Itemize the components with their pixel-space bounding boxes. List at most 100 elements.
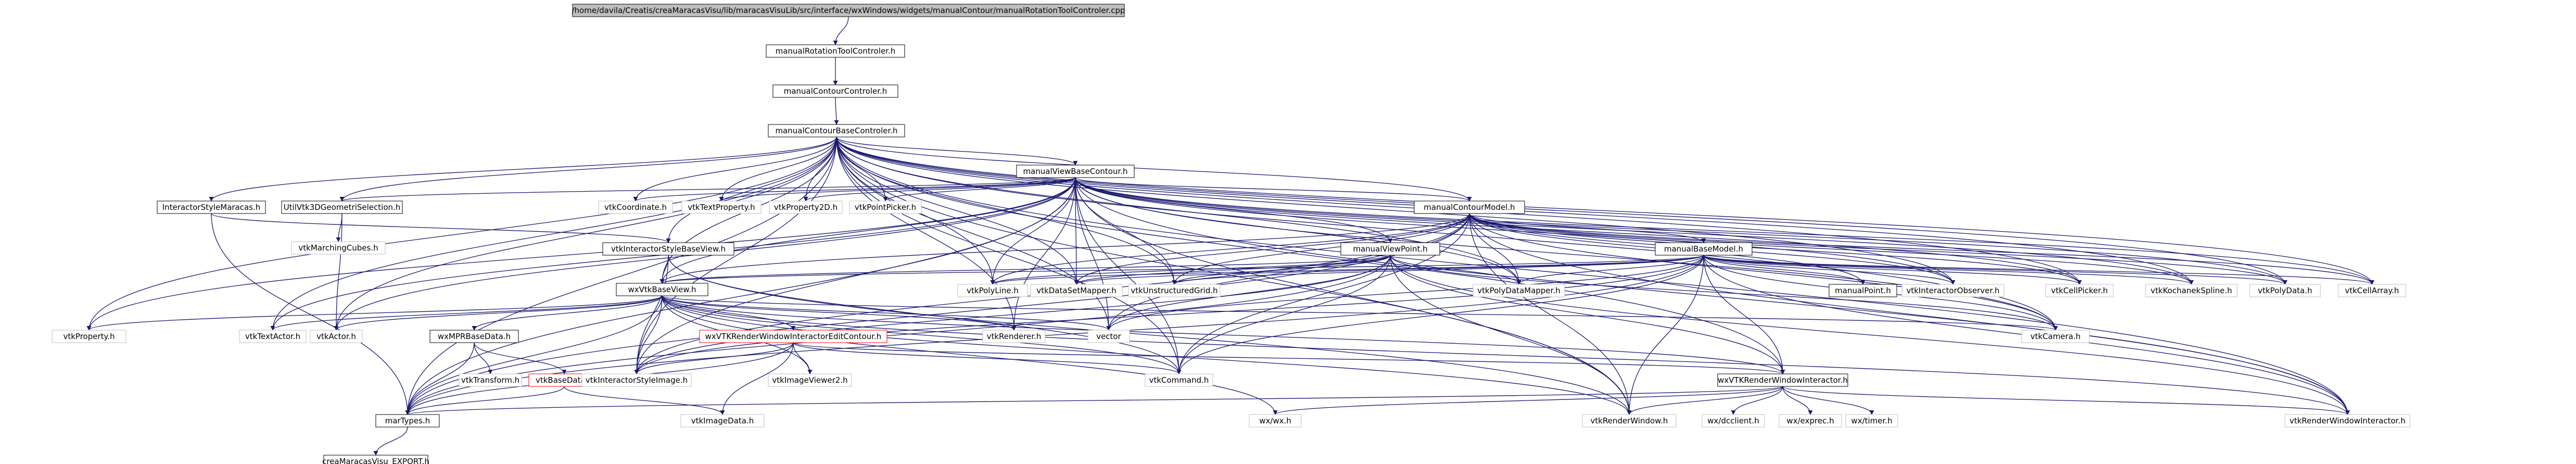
edge-mcbc-to-mcm bbox=[836, 136, 1472, 202]
node-box bbox=[2045, 284, 2114, 297]
edge-mcbc-to-vcoord bbox=[633, 136, 837, 202]
edge-mvp-to-vdsm bbox=[1074, 255, 1391, 285]
node-mvbc[interactable]: manualViewBaseContour.h bbox=[1016, 165, 1135, 178]
node-mvp[interactable]: manualViewPoint.h bbox=[1340, 242, 1440, 256]
node-label: wxVTKRenderWindowInteractor.h bbox=[1718, 375, 1848, 385]
edge-mvbc-to-vector bbox=[1075, 177, 1111, 331]
edge-mvbc-to-vrenderer bbox=[1011, 177, 1076, 331]
edge-wxvtkrwi-to-vrwi bbox=[1782, 386, 2350, 415]
node-label: vtkTransform.h bbox=[461, 375, 519, 385]
edge-mvbc-to-vpointpicker bbox=[883, 177, 1076, 202]
node-mcbc[interactable]: manualContourBaseControler.h bbox=[768, 124, 905, 137]
edge-mvbc-to-u3d bbox=[339, 177, 1076, 202]
edge-mcbc-to-marTypes bbox=[405, 136, 837, 415]
node-vtextprop: vtkTextProperty.h bbox=[681, 200, 762, 214]
node-label: vtkTextProperty.h bbox=[688, 203, 755, 212]
edge-mvp-to-vpolyline bbox=[990, 255, 1391, 285]
edge-visbv-to-vrw bbox=[668, 255, 1632, 415]
node-mcm[interactable]: manualContourModel.h bbox=[1414, 200, 1525, 214]
node-u3d[interactable]: UtilVtk3DGeometriSelection.h bbox=[281, 200, 403, 214]
edge-mcm-to-vug bbox=[1172, 213, 1470, 285]
edge-mcbc-to-ism bbox=[209, 136, 837, 202]
edge-mvbc-to-vpolyline bbox=[990, 177, 1076, 285]
node-label: creaMaracasVisu_EXPORT.h bbox=[322, 457, 429, 464]
edge-mcm-to-vks bbox=[1469, 213, 2194, 285]
edge-wxvbv-to-vector bbox=[662, 295, 1111, 331]
edge-wxvtkrwi-to-wxexpr bbox=[1782, 386, 1813, 415]
node-marTypes[interactable]: marTypes.h bbox=[375, 414, 440, 428]
node-vcellarray: vtkCellArray.h bbox=[2338, 284, 2406, 297]
node-box bbox=[602, 242, 734, 256]
node-box bbox=[1655, 242, 1753, 256]
edge-wxvtkrwiec-to-vimagedata bbox=[720, 342, 794, 415]
node-wxvtkrwi[interactable]: wxVTKRenderWindowInteractor.h bbox=[1717, 373, 1848, 387]
node-label: vtkPolyData.h bbox=[2258, 286, 2312, 295]
node-vtextactor: vtkTextActor.h bbox=[239, 330, 307, 343]
edge-mcbc-to-vtextactor bbox=[270, 136, 837, 331]
node-label: vtkProperty.h bbox=[63, 332, 115, 341]
node-box bbox=[459, 373, 522, 387]
node-box bbox=[2145, 284, 2238, 297]
edge-mvbc-to-mcm bbox=[1075, 177, 1472, 202]
node-box bbox=[957, 284, 1028, 297]
node-box bbox=[429, 330, 519, 343]
node-box bbox=[772, 84, 898, 98]
edge-mcbc-to-vcellarray bbox=[836, 136, 2375, 285]
node-ism[interactable]: InteractorStyleMaracas.h bbox=[157, 200, 266, 214]
node-box bbox=[2338, 284, 2406, 297]
node-box bbox=[157, 200, 266, 214]
node-box bbox=[1901, 284, 2004, 297]
node-box bbox=[581, 373, 692, 387]
node-label: InteractorStyleMaracas.h bbox=[162, 203, 261, 212]
edge-mcbc-to-u3d bbox=[339, 136, 837, 202]
edge-mcbc-to-vpolydata bbox=[836, 136, 2288, 285]
edge-mbm-to-vrw bbox=[1627, 255, 1704, 415]
node-label: manualRotationToolControler.h bbox=[776, 46, 896, 56]
edge-wxvtkrwiec-to-visi bbox=[634, 342, 794, 374]
node-vcamera: vtkCamera.h bbox=[2021, 330, 2090, 343]
node-label: vtkRenderer.h bbox=[987, 332, 1042, 341]
node-vtransform: vtkTransform.h bbox=[459, 373, 522, 387]
edge-mvbc-to-vprop2d bbox=[803, 177, 1076, 202]
edge-mbm-to-vpolydata bbox=[1703, 255, 2288, 285]
node-wxvbv[interactable]: wxVtkBaseView.h bbox=[616, 283, 708, 296]
node-box bbox=[1702, 414, 1765, 428]
edge-mcm-to-vector bbox=[1106, 213, 1470, 331]
edge-wxvtkrwi-to-wxtimer bbox=[1782, 386, 1874, 415]
node-label: vtkCommand.h bbox=[1149, 375, 1209, 385]
node-visbv[interactable]: vtkInteractorStyleBaseView.h bbox=[602, 242, 734, 256]
edge-wxvbv-to-vcamera bbox=[662, 295, 2058, 331]
node-label: vtkKochanekSpline.h bbox=[2151, 286, 2232, 295]
node-root: /home/davila/Creatis/creaMaracasVisu/lib… bbox=[572, 4, 1125, 17]
node-wxvtkrwiec[interactable]: wxVTKRenderWindowInteractorEditContour.h bbox=[699, 330, 887, 343]
node-cmexport[interactable]: creaMaracasVisu_EXPORT.h bbox=[322, 455, 429, 464]
edge-wxvbv-to-vrenderer bbox=[662, 295, 1017, 331]
edge-wxmpr-to-vbd bbox=[474, 342, 567, 374]
node-vug: vtkUnstructuredGrid.h bbox=[1128, 284, 1221, 297]
node-label: vtkRenderWindow.h bbox=[1591, 416, 1668, 425]
edge-mcbc-to-vdsm bbox=[836, 136, 1079, 285]
node-rot[interactable]: manualRotationToolControler.h bbox=[766, 44, 905, 58]
node-mbm[interactable]: manualBaseModel.h bbox=[1655, 242, 1753, 256]
edge-ism-to-visbv bbox=[211, 213, 671, 243]
node-box bbox=[2249, 284, 2321, 297]
node-vcellpicker: vtkCellPicker.h bbox=[2045, 284, 2114, 297]
node-vprop2d: vtkProperty2D.h bbox=[769, 200, 843, 214]
edge-mbm-to-vdsm bbox=[1074, 255, 1704, 285]
node-mpoint[interactable]: manualPoint.h bbox=[1829, 284, 1897, 297]
node-label: vtkUnstructuredGrid.h bbox=[1131, 286, 1217, 295]
node-mcc[interactable]: manualContourControler.h bbox=[772, 84, 898, 98]
node-vcommand: vtkCommand.h bbox=[1145, 373, 1213, 387]
node-label: manualContourControler.h bbox=[784, 86, 887, 96]
edge-mvbc-to-vproperty bbox=[86, 177, 1076, 331]
node-box bbox=[1016, 165, 1135, 178]
edge-wxvtkrwiec-to-wxvtkrwi bbox=[793, 342, 1785, 374]
node-box bbox=[1087, 330, 1130, 343]
node-label: wx/exprec.h bbox=[1786, 416, 1834, 425]
node-visi: vtkInteractorStyleImage.h bbox=[581, 373, 692, 387]
node-wxmpr[interactable]: wxMPRBaseData.h bbox=[429, 330, 519, 343]
edge-mvbc-to-vdsm bbox=[1074, 177, 1079, 285]
edge-mbm-to-vcellarray bbox=[1703, 255, 2375, 285]
edge-mvbc-to-wxvbv bbox=[659, 177, 1076, 284]
node-box bbox=[1779, 414, 1842, 428]
